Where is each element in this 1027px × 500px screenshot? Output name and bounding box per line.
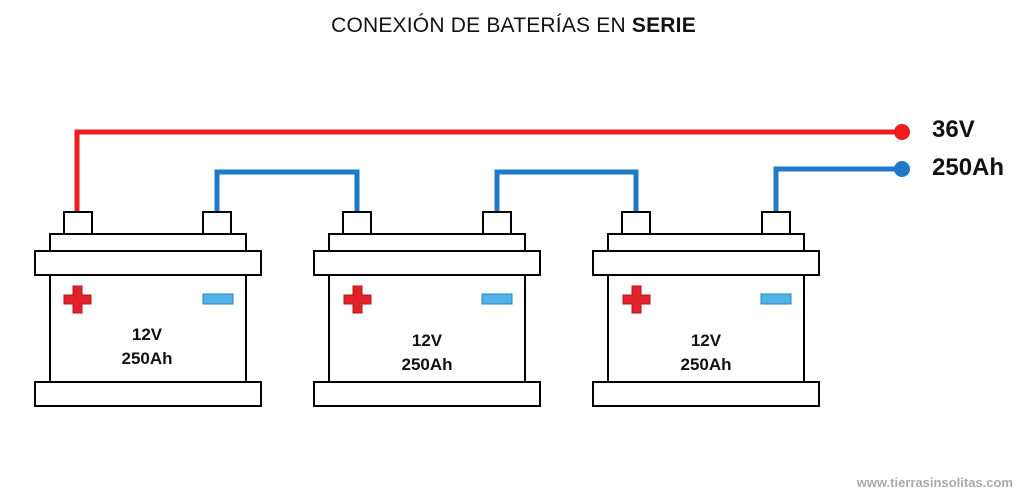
battery-1-terminal-negative — [202, 211, 232, 235]
jumper-wire-2 — [494, 169, 639, 212]
battery-1-minus-icon — [202, 293, 234, 305]
positive-output-dot — [894, 124, 910, 140]
battery-1-lid — [34, 250, 262, 276]
battery-2-terminal-negative — [482, 211, 512, 235]
negative-output-dot — [894, 161, 910, 177]
battery-3-capacity: 250Ah — [680, 355, 732, 374]
battery-1-body — [49, 274, 247, 383]
battery-1 — [34, 211, 262, 407]
battery-1-capacity: 250Ah — [121, 349, 173, 368]
battery-2-base — [313, 381, 541, 407]
title-prefix: CONEXIÓN DE BATERÍAS EN — [331, 14, 632, 37]
battery-1-base — [34, 381, 262, 407]
diagram-title: CONEXIÓN DE BATERÍAS EN SERIE — [0, 14, 1027, 38]
battery-3-voltage: 12V — [690, 331, 722, 350]
battery-2-voltage: 12V — [411, 331, 443, 350]
battery-2-lid — [313, 250, 541, 276]
battery-3-terminal-negative — [761, 211, 791, 235]
battery-2-minus-icon — [481, 293, 513, 305]
battery-1-voltage: 12V — [131, 325, 163, 344]
battery-3-terminal-positive — [621, 211, 651, 235]
battery-2 — [313, 211, 541, 407]
negative-wire — [773, 166, 902, 212]
battery-3-label: 12V 250Ah — [646, 329, 766, 377]
battery-2-terminal-positive — [342, 211, 372, 235]
battery-3-minus-icon — [760, 293, 792, 305]
battery-3-lid — [592, 250, 820, 276]
battery-1-label: 12V 250Ah — [87, 323, 207, 371]
positive-wire — [74, 129, 902, 212]
title-bold: SERIE — [631, 14, 696, 37]
battery-2-capacity: 250Ah — [401, 355, 453, 374]
battery-3-lid-top — [607, 233, 805, 252]
battery-2-lid-top — [328, 233, 526, 252]
output-capacity-label: 250Ah — [932, 154, 1005, 181]
battery-2-plus-icon — [343, 285, 372, 314]
battery-1-terminal-positive — [63, 211, 93, 235]
battery-3-plus-icon — [622, 285, 651, 314]
jumper-wire-1 — [214, 169, 360, 212]
battery-2-label: 12V 250Ah — [367, 329, 487, 377]
battery-3-base — [592, 381, 820, 407]
watermark: www.tierrasinsolitas.com — [856, 475, 1013, 490]
battery-1-lid-top — [49, 233, 247, 252]
battery-1-plus-icon — [63, 285, 92, 314]
output-voltage-label: 36V — [932, 116, 975, 143]
